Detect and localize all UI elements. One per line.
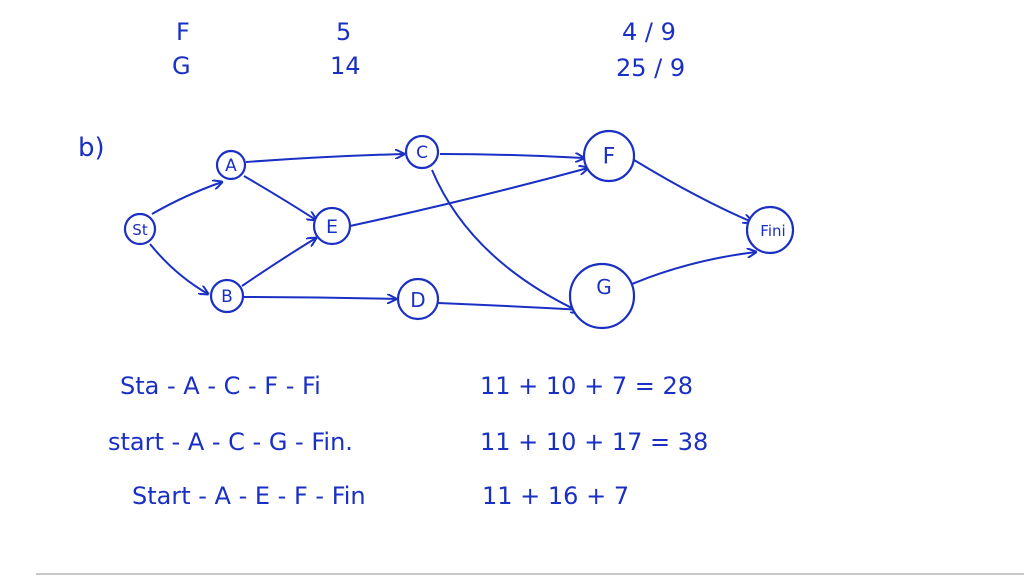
- node-g-label: G: [596, 275, 612, 299]
- bottom-divider: [36, 573, 1024, 575]
- table-row-2-col-1: G: [172, 52, 191, 80]
- edge-b-d: [243, 297, 396, 299]
- table-row-1-col-2: 5: [336, 18, 351, 46]
- node-b: B: [209, 278, 245, 314]
- edge-d-g: [437, 302, 584, 310]
- table-row-2-col-3: 25 / 9: [616, 54, 685, 82]
- node-st-label: St: [132, 221, 148, 239]
- path-1-route: Sta - A - C - F - Fi: [120, 372, 321, 400]
- node-f-label: F: [603, 145, 616, 170]
- path-calculations: Sta - A - C - F - Fi 11 + 10 + 7 = 28 st…: [108, 372, 708, 510]
- node-b-label: B: [221, 287, 233, 307]
- node-d: D: [396, 277, 440, 321]
- node-fin-label: Fini: [760, 222, 785, 240]
- table-row-1-col-1: F: [176, 18, 190, 46]
- path-1-sum: 11 + 10 + 7 = 28: [480, 372, 693, 400]
- diagram-nodes: St A B C D E F: [123, 129, 795, 330]
- node-c-label: C: [416, 143, 428, 163]
- node-e-label: E: [326, 216, 338, 238]
- edge-a-e: [243, 175, 316, 220]
- node-a: A: [215, 149, 247, 181]
- node-e: E: [312, 206, 352, 246]
- path-3-sum: 11 + 16 + 7: [482, 482, 629, 510]
- path-2-sum: 11 + 10 + 17 = 38: [480, 428, 708, 456]
- edge-g-fin: [631, 252, 756, 285]
- edge-st-a: [151, 182, 222, 215]
- edge-st-b: [149, 243, 208, 294]
- node-fin: Fini: [745, 205, 795, 255]
- edge-c-g: [431, 169, 580, 312]
- path-3-route: Start - A - E - F - Fin: [132, 482, 366, 510]
- section-label: b): [78, 133, 105, 163]
- diagram-edges: [149, 154, 756, 312]
- node-d-label: D: [410, 288, 425, 312]
- table-row-2-col-2: 14: [330, 52, 361, 80]
- node-g: G: [568, 262, 636, 330]
- edge-f-fin: [633, 159, 752, 222]
- node-a-label: A: [225, 156, 237, 176]
- edge-e-f: [349, 168, 588, 227]
- node-f: F: [582, 129, 636, 183]
- edge-a-c: [245, 154, 404, 163]
- path-2-route: start - A - C - G - Fin.: [108, 428, 353, 456]
- table-row-1-col-3: 4 / 9: [622, 18, 676, 46]
- node-st: St: [123, 212, 157, 246]
- node-c: C: [404, 134, 440, 170]
- edge-b-e: [241, 238, 316, 287]
- top-table: F 5 4 / 9 G 14 25 / 9: [172, 18, 685, 82]
- edge-c-f: [439, 154, 584, 158]
